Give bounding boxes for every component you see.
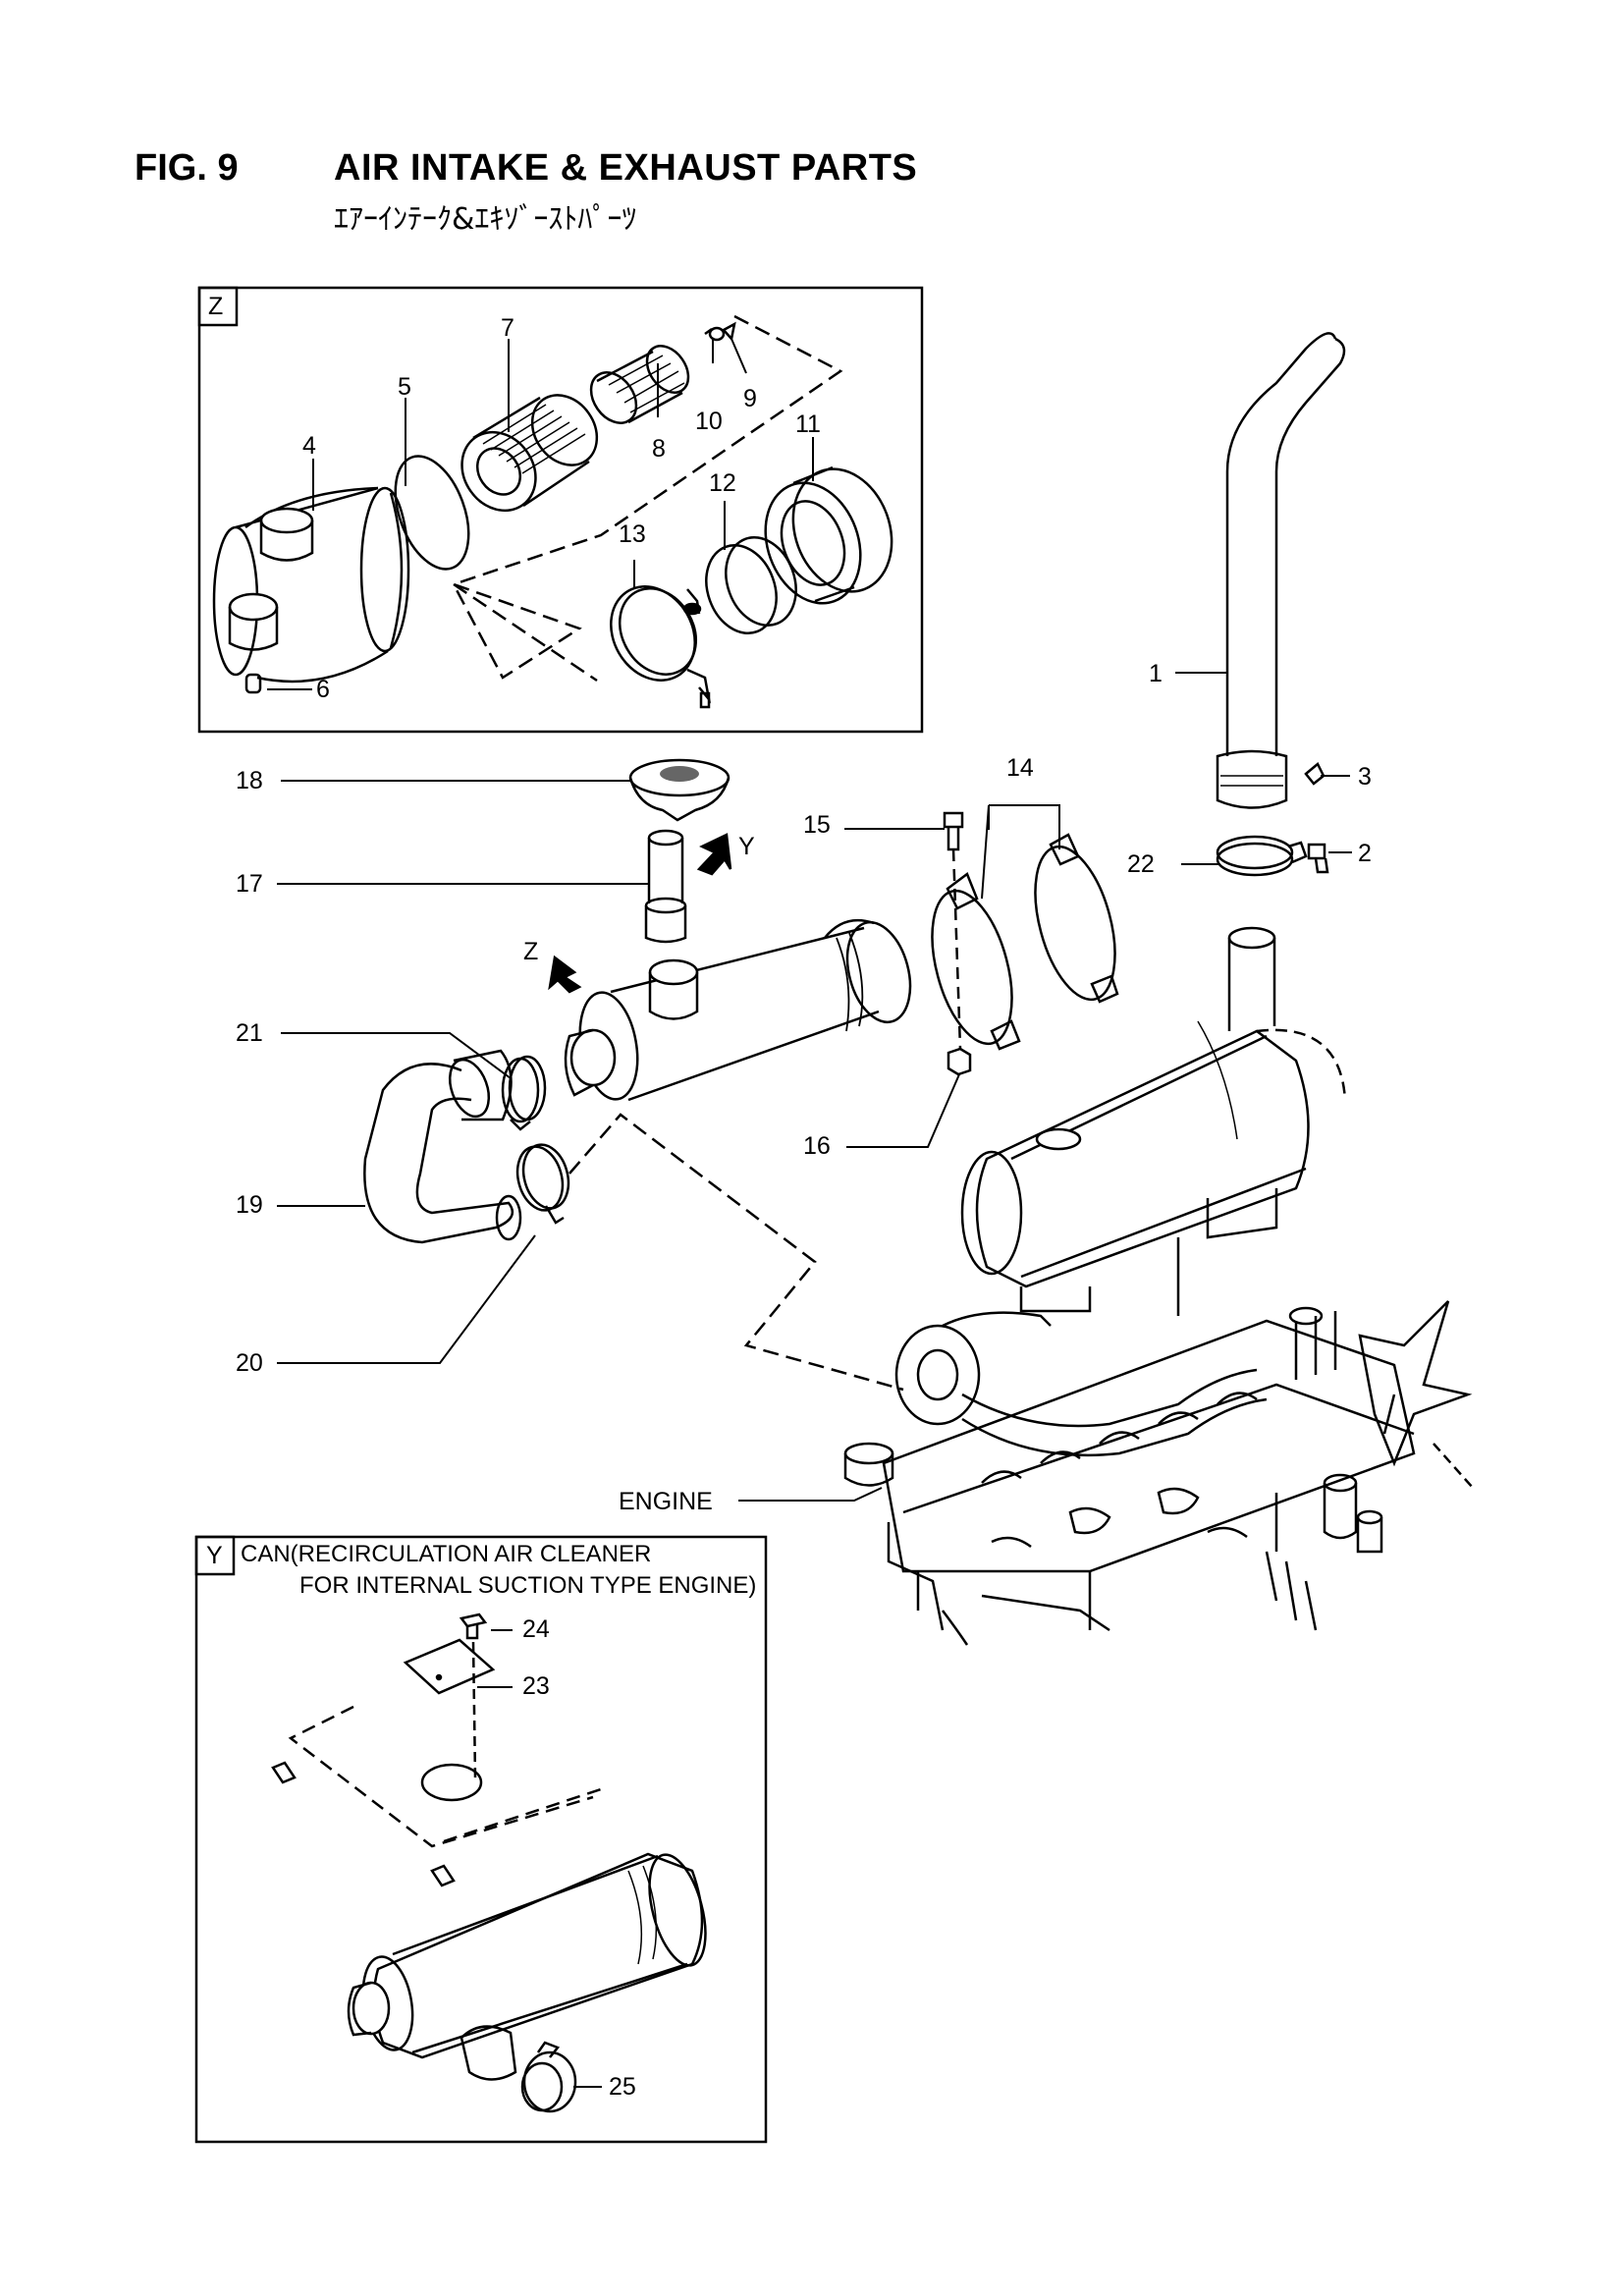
wing-nut-part-9-10 xyxy=(704,321,736,342)
mounting-bands-part-14 xyxy=(931,833,1119,1051)
cap-part-11 xyxy=(764,465,893,605)
recirculation-can-parts xyxy=(271,1613,707,2113)
view-arrow-y xyxy=(696,833,732,876)
callout-20: 20 xyxy=(236,1349,263,1377)
callout-14: 14 xyxy=(1006,754,1034,782)
callout-13: 13 xyxy=(619,520,646,548)
bolt-part-15 xyxy=(943,811,964,851)
figure-number: FIG. 9 xyxy=(135,147,239,189)
cap-part-18 xyxy=(628,758,730,822)
assembly-lines-z xyxy=(450,314,843,683)
filter-element-part-7 xyxy=(460,394,599,513)
engine-assembly xyxy=(843,926,1474,1646)
view-arrow-y-label: Y xyxy=(738,833,755,860)
callout-23: 23 xyxy=(522,1672,550,1700)
callout-11: 11 xyxy=(795,410,821,438)
callout-12: 12 xyxy=(709,469,736,497)
nut-part-16 xyxy=(947,1047,972,1076)
callout-21: 21 xyxy=(236,1019,263,1047)
bolt-axis-line xyxy=(951,848,962,1050)
callout-19: 19 xyxy=(236,1191,263,1219)
callout-7: 7 xyxy=(501,314,514,342)
seal-ring-part-12 xyxy=(705,535,797,635)
inner-element-part-8 xyxy=(589,345,690,424)
exhaust-clamp-part-22 xyxy=(1216,762,1329,877)
callout-25: 25 xyxy=(609,2073,636,2101)
callout-16: 16 xyxy=(803,1132,831,1160)
gasket-part-5 xyxy=(394,455,470,571)
detail-z-box xyxy=(197,286,924,734)
tube-part-17 xyxy=(644,829,687,944)
callout-22: 22 xyxy=(1127,850,1155,878)
detail-z-tag: Z xyxy=(208,293,224,320)
callout-15: 15 xyxy=(803,811,831,839)
callout-3: 3 xyxy=(1358,763,1372,791)
callout-5: 5 xyxy=(398,373,411,401)
callout-9: 9 xyxy=(743,385,757,412)
detail-y-box xyxy=(194,1535,768,2144)
callout-17: 17 xyxy=(236,870,263,898)
detail-y-caption-line1: CAN(RECIRCULATION AIR CLEANER xyxy=(241,1541,652,1567)
engine-connection-line xyxy=(568,1113,904,1392)
callout-1: 1 xyxy=(1149,660,1163,687)
detail-y-caption-line2: FOR INTERNAL SUCTION TYPE ENGINE) xyxy=(299,1572,757,1599)
view-arrow-z-label: Z xyxy=(523,938,539,965)
leader-lines xyxy=(267,338,1352,2088)
view-arrow-z xyxy=(548,955,582,994)
callout-10: 10 xyxy=(695,408,723,435)
callout-6: 6 xyxy=(316,676,330,703)
hose-clamp-part-21 xyxy=(501,1055,547,1131)
main-air-cleaner xyxy=(564,886,912,1109)
engine-label: ENGINE xyxy=(619,1488,713,1515)
figure-title: AIR INTAKE & EXHAUST PARTS xyxy=(334,147,918,189)
figure-subtitle: ｴｱｰｲﾝﾃｰｸ&ｴｷｿﾞｰｽﾄﾊﾟｰﾂ xyxy=(334,202,637,237)
callout-18: 18 xyxy=(236,767,263,794)
callout-2: 2 xyxy=(1358,840,1372,867)
detail-y-tag: Y xyxy=(206,1542,223,1569)
callout-4: 4 xyxy=(302,432,316,460)
exhaust-pipe-part-1 xyxy=(1216,332,1346,809)
air-cleaner-body-part-4 xyxy=(212,486,410,694)
intake-hose-part-19 xyxy=(363,1049,522,1244)
clamp-band-part-13 xyxy=(610,585,712,709)
callout-24: 24 xyxy=(522,1615,550,1643)
callout-8: 8 xyxy=(652,435,666,463)
hose-clamp-part-20 xyxy=(515,1143,570,1225)
